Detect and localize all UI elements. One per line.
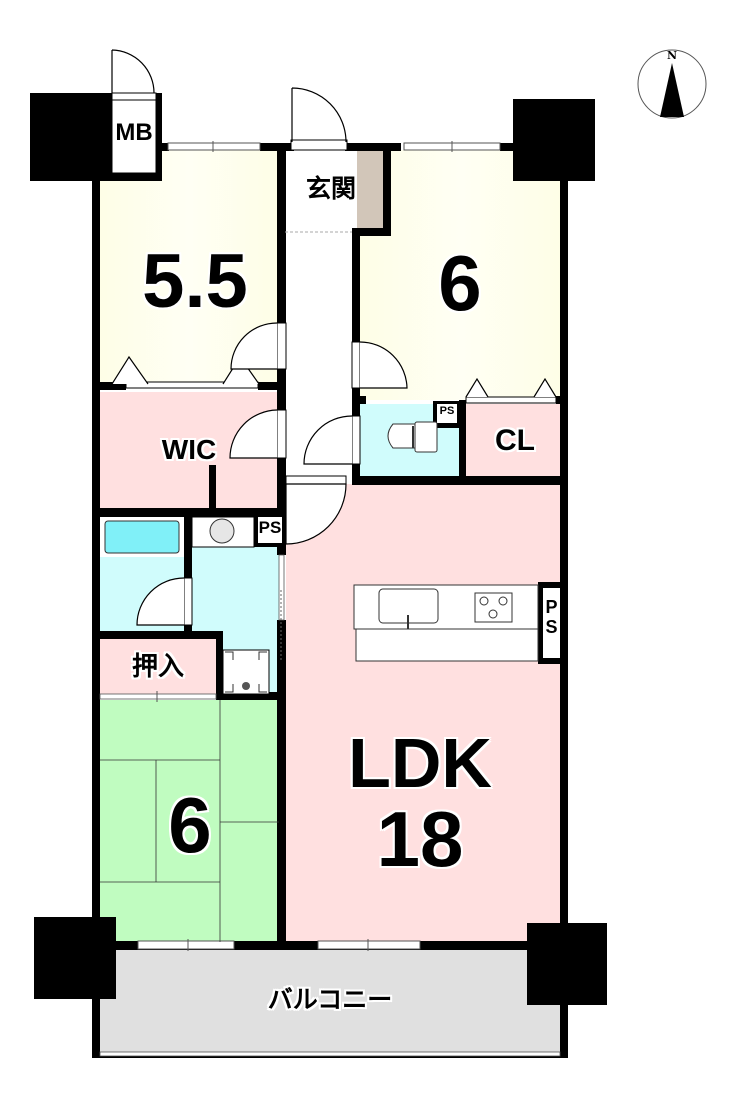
ps-toilet-label: PS [439,405,455,417]
room-oshiire [98,637,216,697]
compass-north-label: N [666,49,678,62]
room-cl [464,404,563,478]
ps-kitchen-label-p: P [545,597,558,617]
tatami-6-label: 6 [168,781,212,869]
ps-kitchen-label-s: S [545,617,558,637]
entrance-floor [285,150,357,232]
mb-label: MB [115,119,153,146]
room-ldk [286,484,563,944]
column-top-right [513,99,595,181]
room-tatami [98,700,280,942]
balcony-label: バルコニー [267,985,393,1014]
ldk-label: LDK [348,724,492,802]
entrance-label: 玄関 [305,174,356,203]
ps-wash-label: PS [258,518,282,537]
oshiire-label: 押入 [131,652,184,682]
ldk-size-label: 18 [376,795,464,883]
balcony [98,950,564,1054]
column-bottom-left [34,917,116,999]
north-arrow-icon [637,49,707,119]
wic-label: WIC [161,434,217,465]
cl-label: CL [495,424,535,457]
shoe-cabinet [357,150,383,230]
room-6-label: 6 [438,239,482,327]
room-5-5-label: 5.5 [142,239,248,324]
